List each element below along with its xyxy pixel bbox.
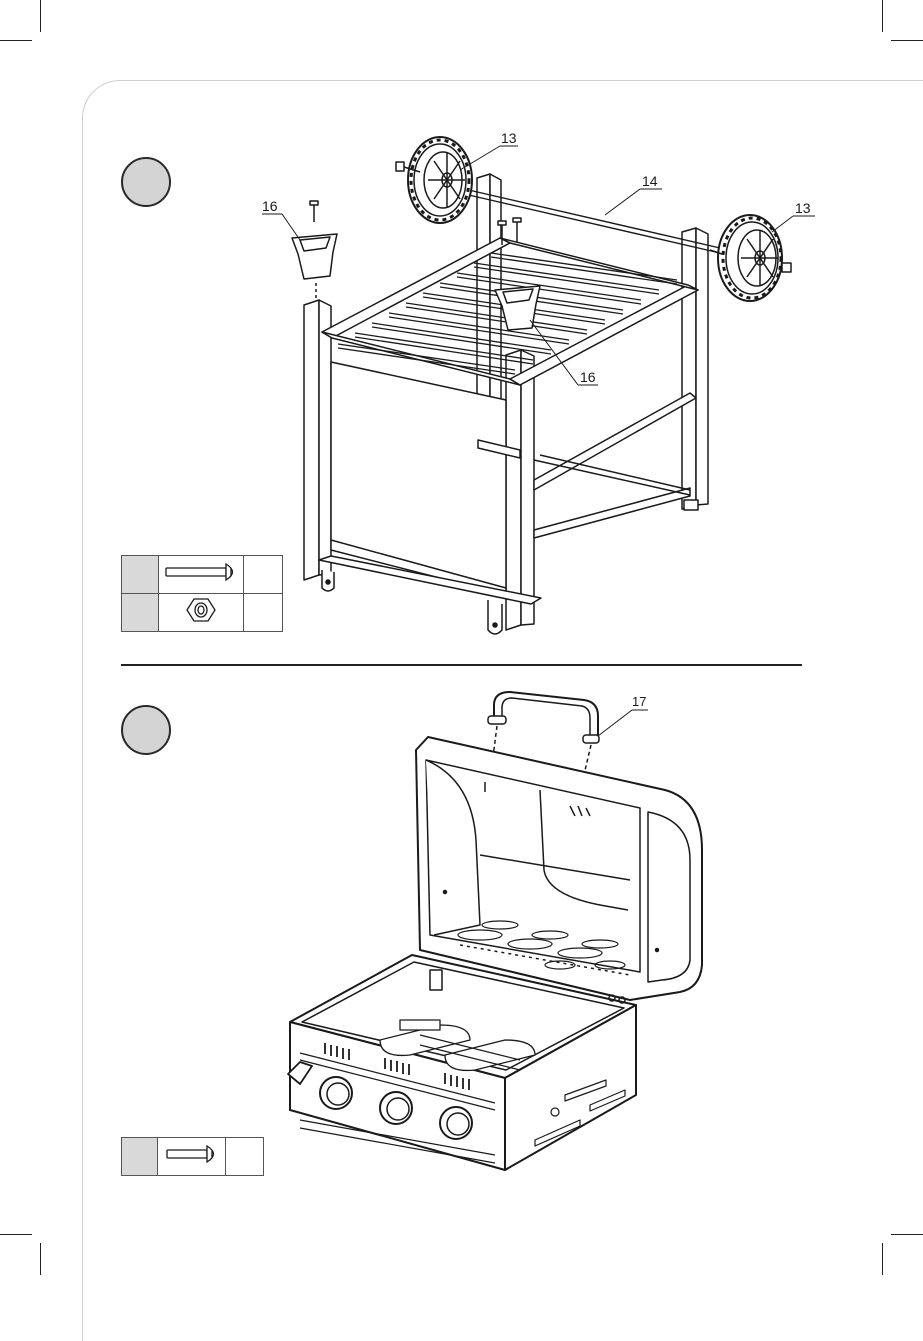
bottom-rail-back bbox=[534, 488, 690, 538]
hardware-item-cell bbox=[157, 1138, 226, 1176]
hardware-row bbox=[122, 594, 283, 632]
hardware-id-cell bbox=[122, 1138, 158, 1176]
hardware-row bbox=[122, 1138, 264, 1176]
lid-hinge bbox=[430, 970, 442, 990]
callout-14: 14 bbox=[642, 173, 658, 189]
grill-head-diagram bbox=[0, 670, 923, 1275]
wheel-right bbox=[710, 215, 791, 301]
hardware-id-cell bbox=[122, 594, 159, 632]
hardware-qty-cell bbox=[244, 556, 283, 594]
step-1-hardware-table bbox=[121, 555, 283, 632]
leg-cap-left bbox=[292, 201, 337, 300]
callout-13-right: 13 bbox=[795, 200, 811, 216]
back-right-leg bbox=[682, 228, 696, 509]
bolt-icon bbox=[161, 562, 241, 582]
front-left-leg-side bbox=[319, 300, 331, 575]
back-right-leg-side bbox=[696, 228, 708, 505]
front-right-leg-side bbox=[521, 350, 534, 625]
callout-16-right: 16 bbox=[580, 369, 596, 385]
lid-side-panel bbox=[648, 812, 690, 982]
wheel-left bbox=[396, 137, 472, 223]
hardware-row bbox=[122, 556, 283, 594]
step-2-hardware-table bbox=[121, 1137, 264, 1176]
hardware-id-cell bbox=[122, 556, 159, 594]
hardware-item-cell bbox=[159, 556, 244, 594]
front-left-leg bbox=[304, 300, 319, 580]
hardware-item-cell bbox=[159, 594, 244, 632]
bolt-icon bbox=[162, 1144, 222, 1164]
nut-icon bbox=[186, 596, 216, 624]
callout-13-left: 13 bbox=[501, 130, 517, 146]
side-panel bbox=[331, 362, 506, 595]
step-divider bbox=[121, 664, 802, 666]
middle-rail-right bbox=[534, 393, 696, 490]
front-right-leg bbox=[506, 350, 521, 630]
callout-17: 17 bbox=[632, 694, 646, 710]
hardware-qty-cell bbox=[226, 1138, 264, 1176]
foot-right bbox=[488, 600, 502, 634]
callout-16-left: 16 bbox=[262, 198, 278, 214]
hardware-qty-cell bbox=[244, 594, 283, 632]
